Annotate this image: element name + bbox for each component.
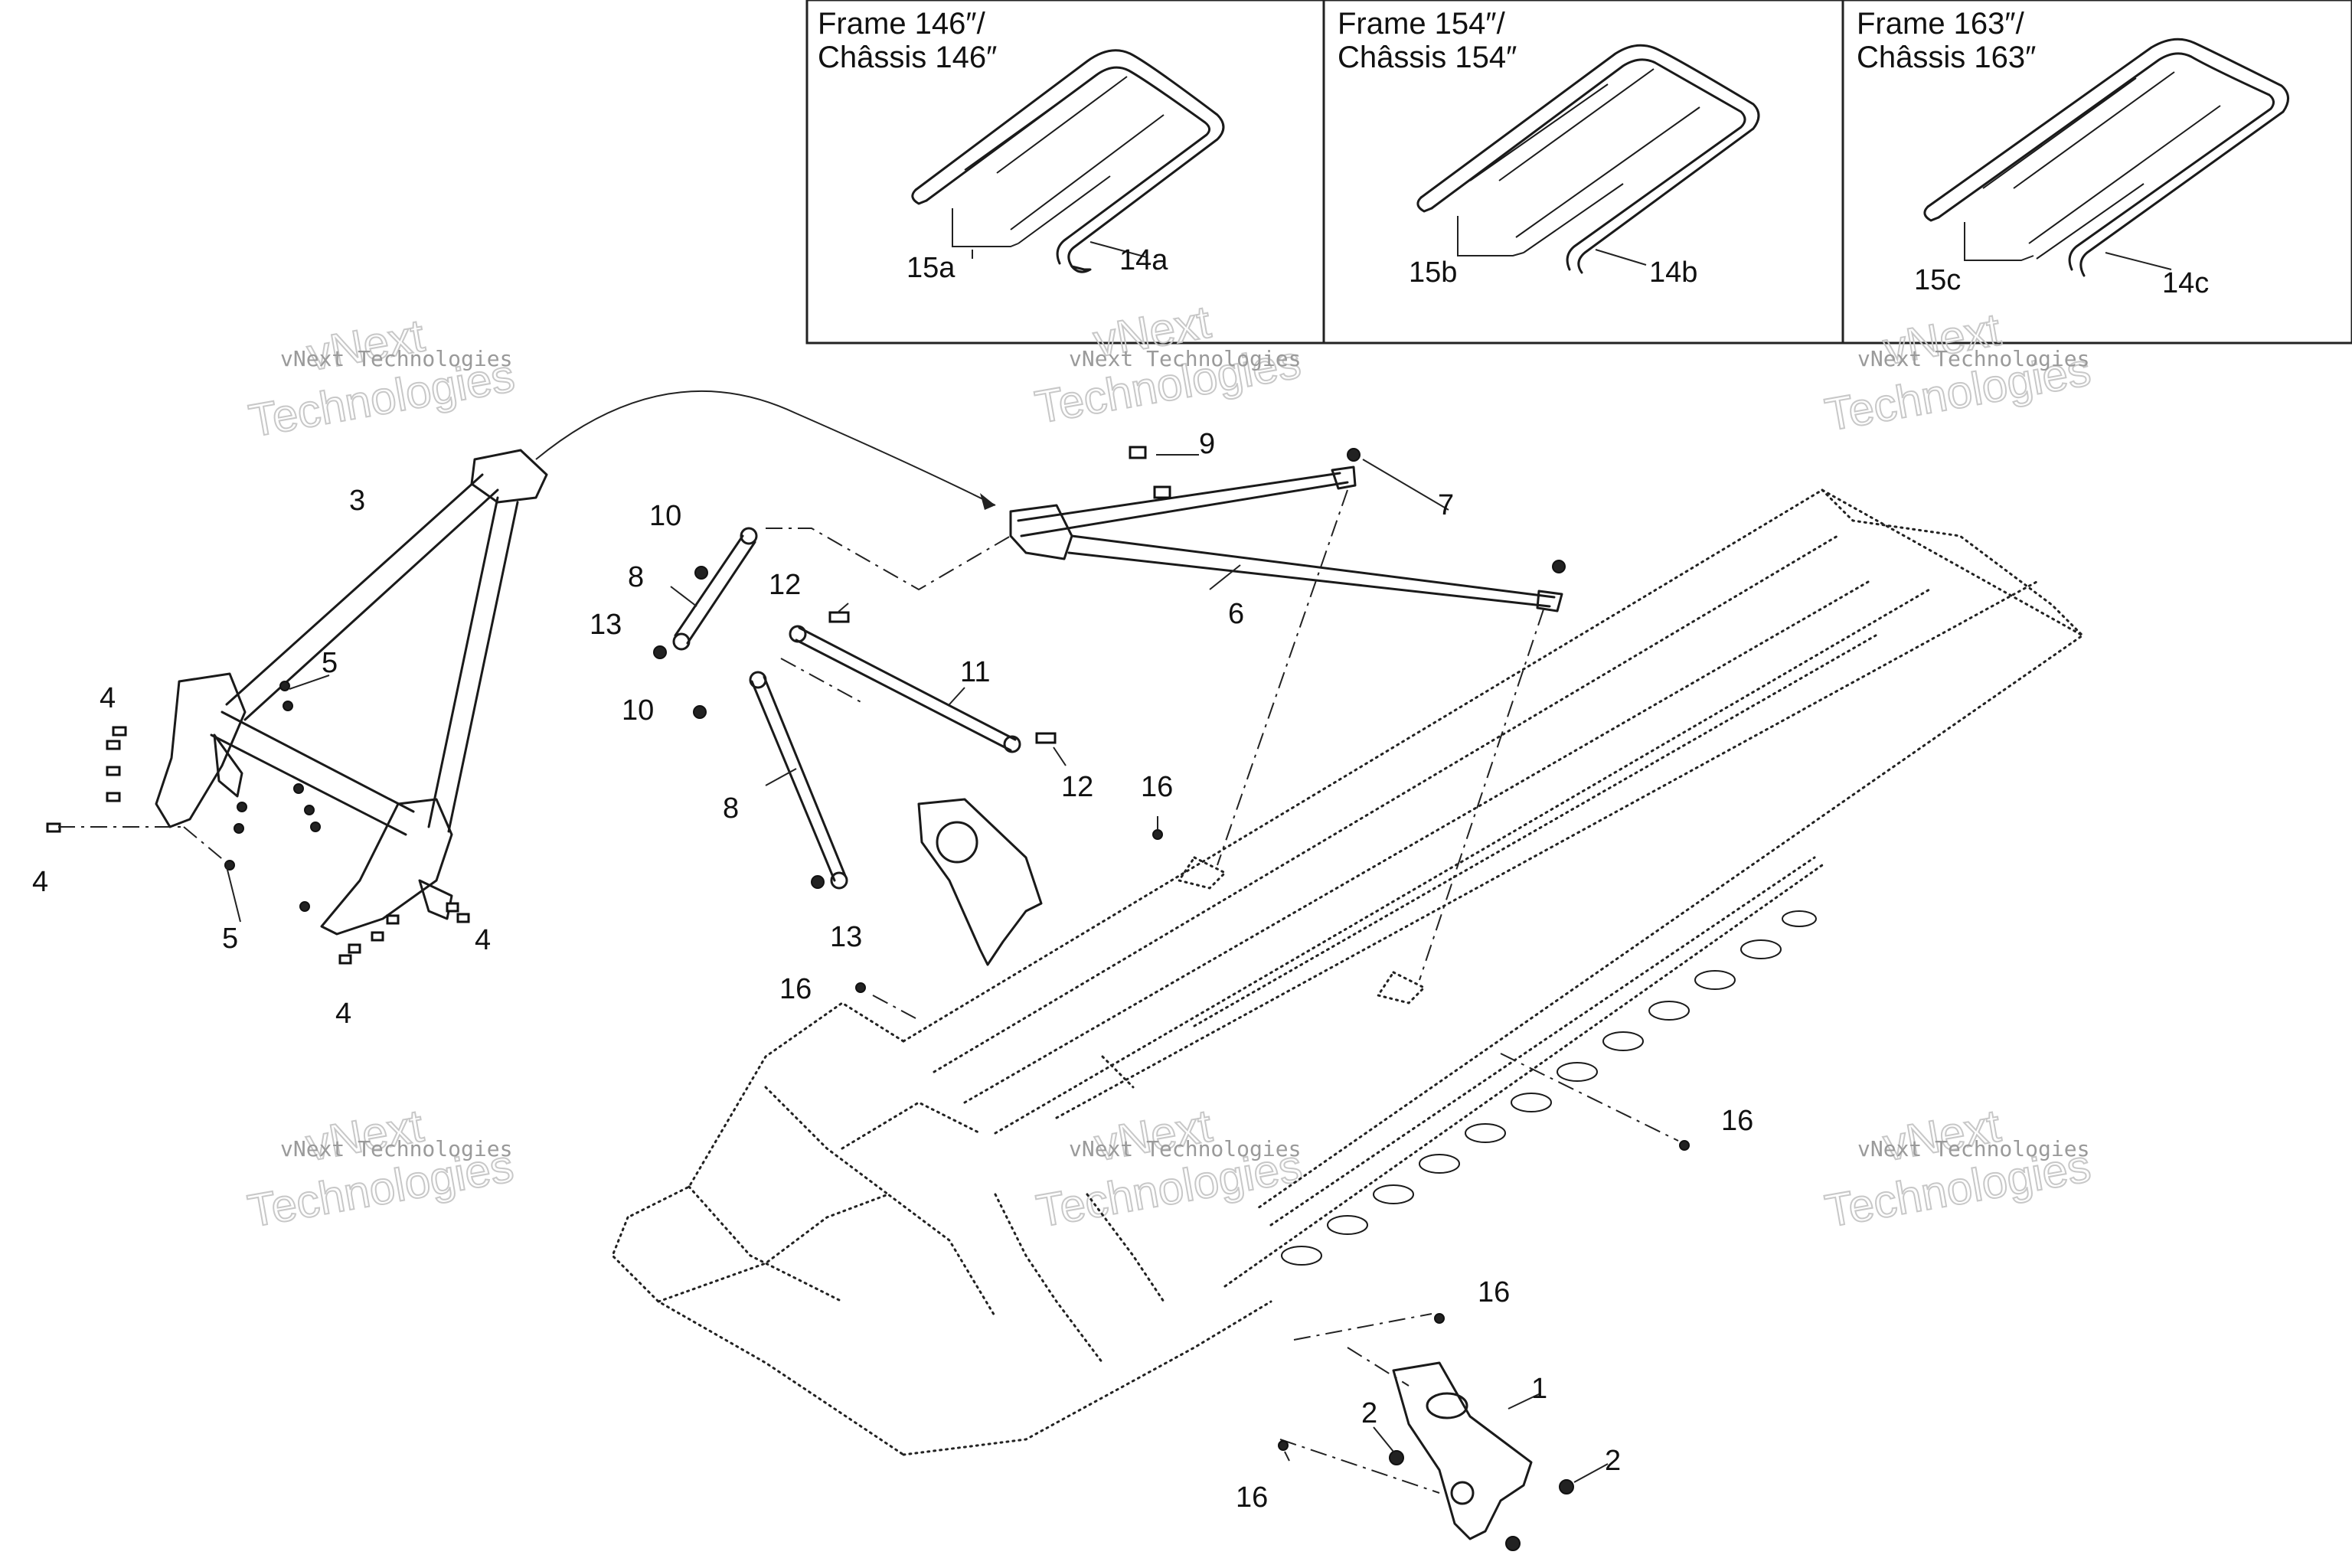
rail-loop-154 <box>1416 44 1760 274</box>
inset-title-line2: Châssis 163″ <box>1857 41 2036 74</box>
callout-4: 4 <box>100 682 116 714</box>
watermark-text: vNext Technologies <box>1069 346 1301 371</box>
inset-panels <box>805 0 2352 345</box>
hardware-bolts-4 <box>46 726 470 965</box>
callout-15a: 15a <box>906 252 956 284</box>
hardware-10-12-13 <box>653 566 1057 889</box>
callout-10: 10 <box>622 694 654 727</box>
callout-16: 16 <box>1236 1481 1268 1514</box>
callout-16: 16 <box>1478 1276 1510 1308</box>
callout-14a: 14a <box>1119 244 1168 276</box>
callout-16: 16 <box>779 973 812 1005</box>
callout-6: 6 <box>1228 598 1244 630</box>
running-board-slots <box>1281 910 1817 1266</box>
callout-13: 13 <box>830 921 862 953</box>
inset-title-line1: Frame 146″/ <box>818 7 986 41</box>
inset-frame-163: Frame 163″/ Châssis 163″ 15c 14c <box>1857 7 2289 299</box>
inset-title-line2: Châssis 146″ <box>818 41 997 74</box>
watermark-text: vNext Technologies <box>280 346 512 371</box>
hardware-2 <box>1389 1450 1574 1551</box>
watermarks: vNext Technologies vNext Technologies vN… <box>243 296 2096 1238</box>
hardware-7-9 <box>1129 446 1566 573</box>
rail-loop-163 <box>1923 38 2289 277</box>
rivets-16 <box>855 829 1690 1451</box>
inset-frame-154: Frame 154″/ Châssis 154″ 15b 14b <box>1338 7 1760 289</box>
front-a-frame <box>155 449 548 936</box>
inset-title-line2: Châssis 154″ <box>1338 41 1517 74</box>
callout-8: 8 <box>723 792 739 825</box>
inset-title-line1: Frame 163″/ <box>1857 7 2025 41</box>
callout-4: 4 <box>335 998 351 1030</box>
callout-12: 12 <box>769 569 801 601</box>
callout-12: 12 <box>1061 771 1093 803</box>
callout-11: 11 <box>960 656 990 688</box>
inset-title-line1: Frame 154″/ <box>1338 7 1506 41</box>
link-rods-8-11 <box>672 527 1021 890</box>
callout-9: 9 <box>1199 428 1215 460</box>
callout-10: 10 <box>649 500 681 532</box>
watermark-text: vNext Technologies <box>1857 346 2089 371</box>
hardware-nuts-5 <box>224 681 321 912</box>
callout-2: 2 <box>1605 1445 1621 1477</box>
upper-torque-rod-6 <box>1009 466 1563 612</box>
callout-7: 7 <box>1438 489 1454 521</box>
callout-5: 5 <box>322 647 338 679</box>
callout-3: 3 <box>349 485 365 517</box>
callout-16: 16 <box>1141 771 1173 803</box>
callout-14b: 14b <box>1649 256 1697 289</box>
callout-2: 2 <box>1361 1397 1377 1429</box>
watermark-text: vNext Technologies <box>1857 1136 2089 1161</box>
callout-15b: 15b <box>1409 256 1457 289</box>
callout-4: 4 <box>475 924 491 956</box>
inset-frame-146: Frame 146″/ Châssis 146″ 15a 14a <box>818 7 1225 284</box>
callout-1: 1 <box>1531 1373 1547 1405</box>
callout-labels: 3 5 5 4 4 4 4 10 10 8 8 13 13 12 12 11 9… <box>32 428 1753 1514</box>
callout-5: 5 <box>222 923 238 955</box>
callout-15c: 15c <box>1914 264 1961 296</box>
chassis-tunnel <box>611 488 2085 1456</box>
rail-loop-146 <box>911 49 1225 273</box>
suspension-mount-bracket <box>917 798 1043 966</box>
watermark-text: vNext Technologies <box>280 1136 512 1161</box>
watermark-text: vNext Technologies <box>1069 1136 1301 1161</box>
callout-4: 4 <box>32 866 48 898</box>
callout-14c: 14c <box>2162 267 2209 299</box>
callout-8: 8 <box>628 561 644 593</box>
rear-bracket-1 <box>1392 1361 1533 1540</box>
callout-16: 16 <box>1721 1105 1753 1137</box>
callout-13: 13 <box>590 609 622 641</box>
